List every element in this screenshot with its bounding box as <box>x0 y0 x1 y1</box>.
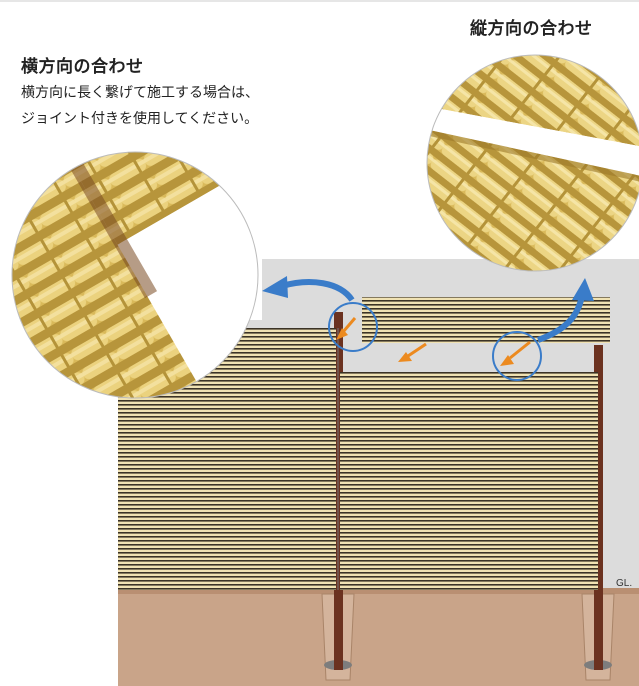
vertical-joint-title: 縦方向の合わせ <box>470 19 593 39</box>
horizontal-joint-title: 横方向の合わせ <box>21 57 144 77</box>
orange-arrow-left <box>336 317 357 340</box>
detail-marker-horizontal <box>328 302 378 352</box>
ground-level-label: GL. <box>616 578 632 589</box>
orange-arrow-right <box>500 340 531 366</box>
orange-arrow-mid <box>398 342 427 362</box>
horizontal-joint-description-line2: ジョイント付きを使用してください。 <box>21 111 259 127</box>
ground <box>118 590 639 686</box>
fence-panel-lower-right <box>340 372 598 590</box>
blue-arrow-horizontal <box>262 276 355 302</box>
post-right <box>594 345 603 670</box>
horizontal-joint-description-line1: 横方向に長く繋げて施工する場合は、 <box>21 85 259 101</box>
blue-arrow-vertical <box>536 278 594 343</box>
detail-marker-vertical <box>492 331 542 381</box>
top-divider <box>0 0 639 2</box>
